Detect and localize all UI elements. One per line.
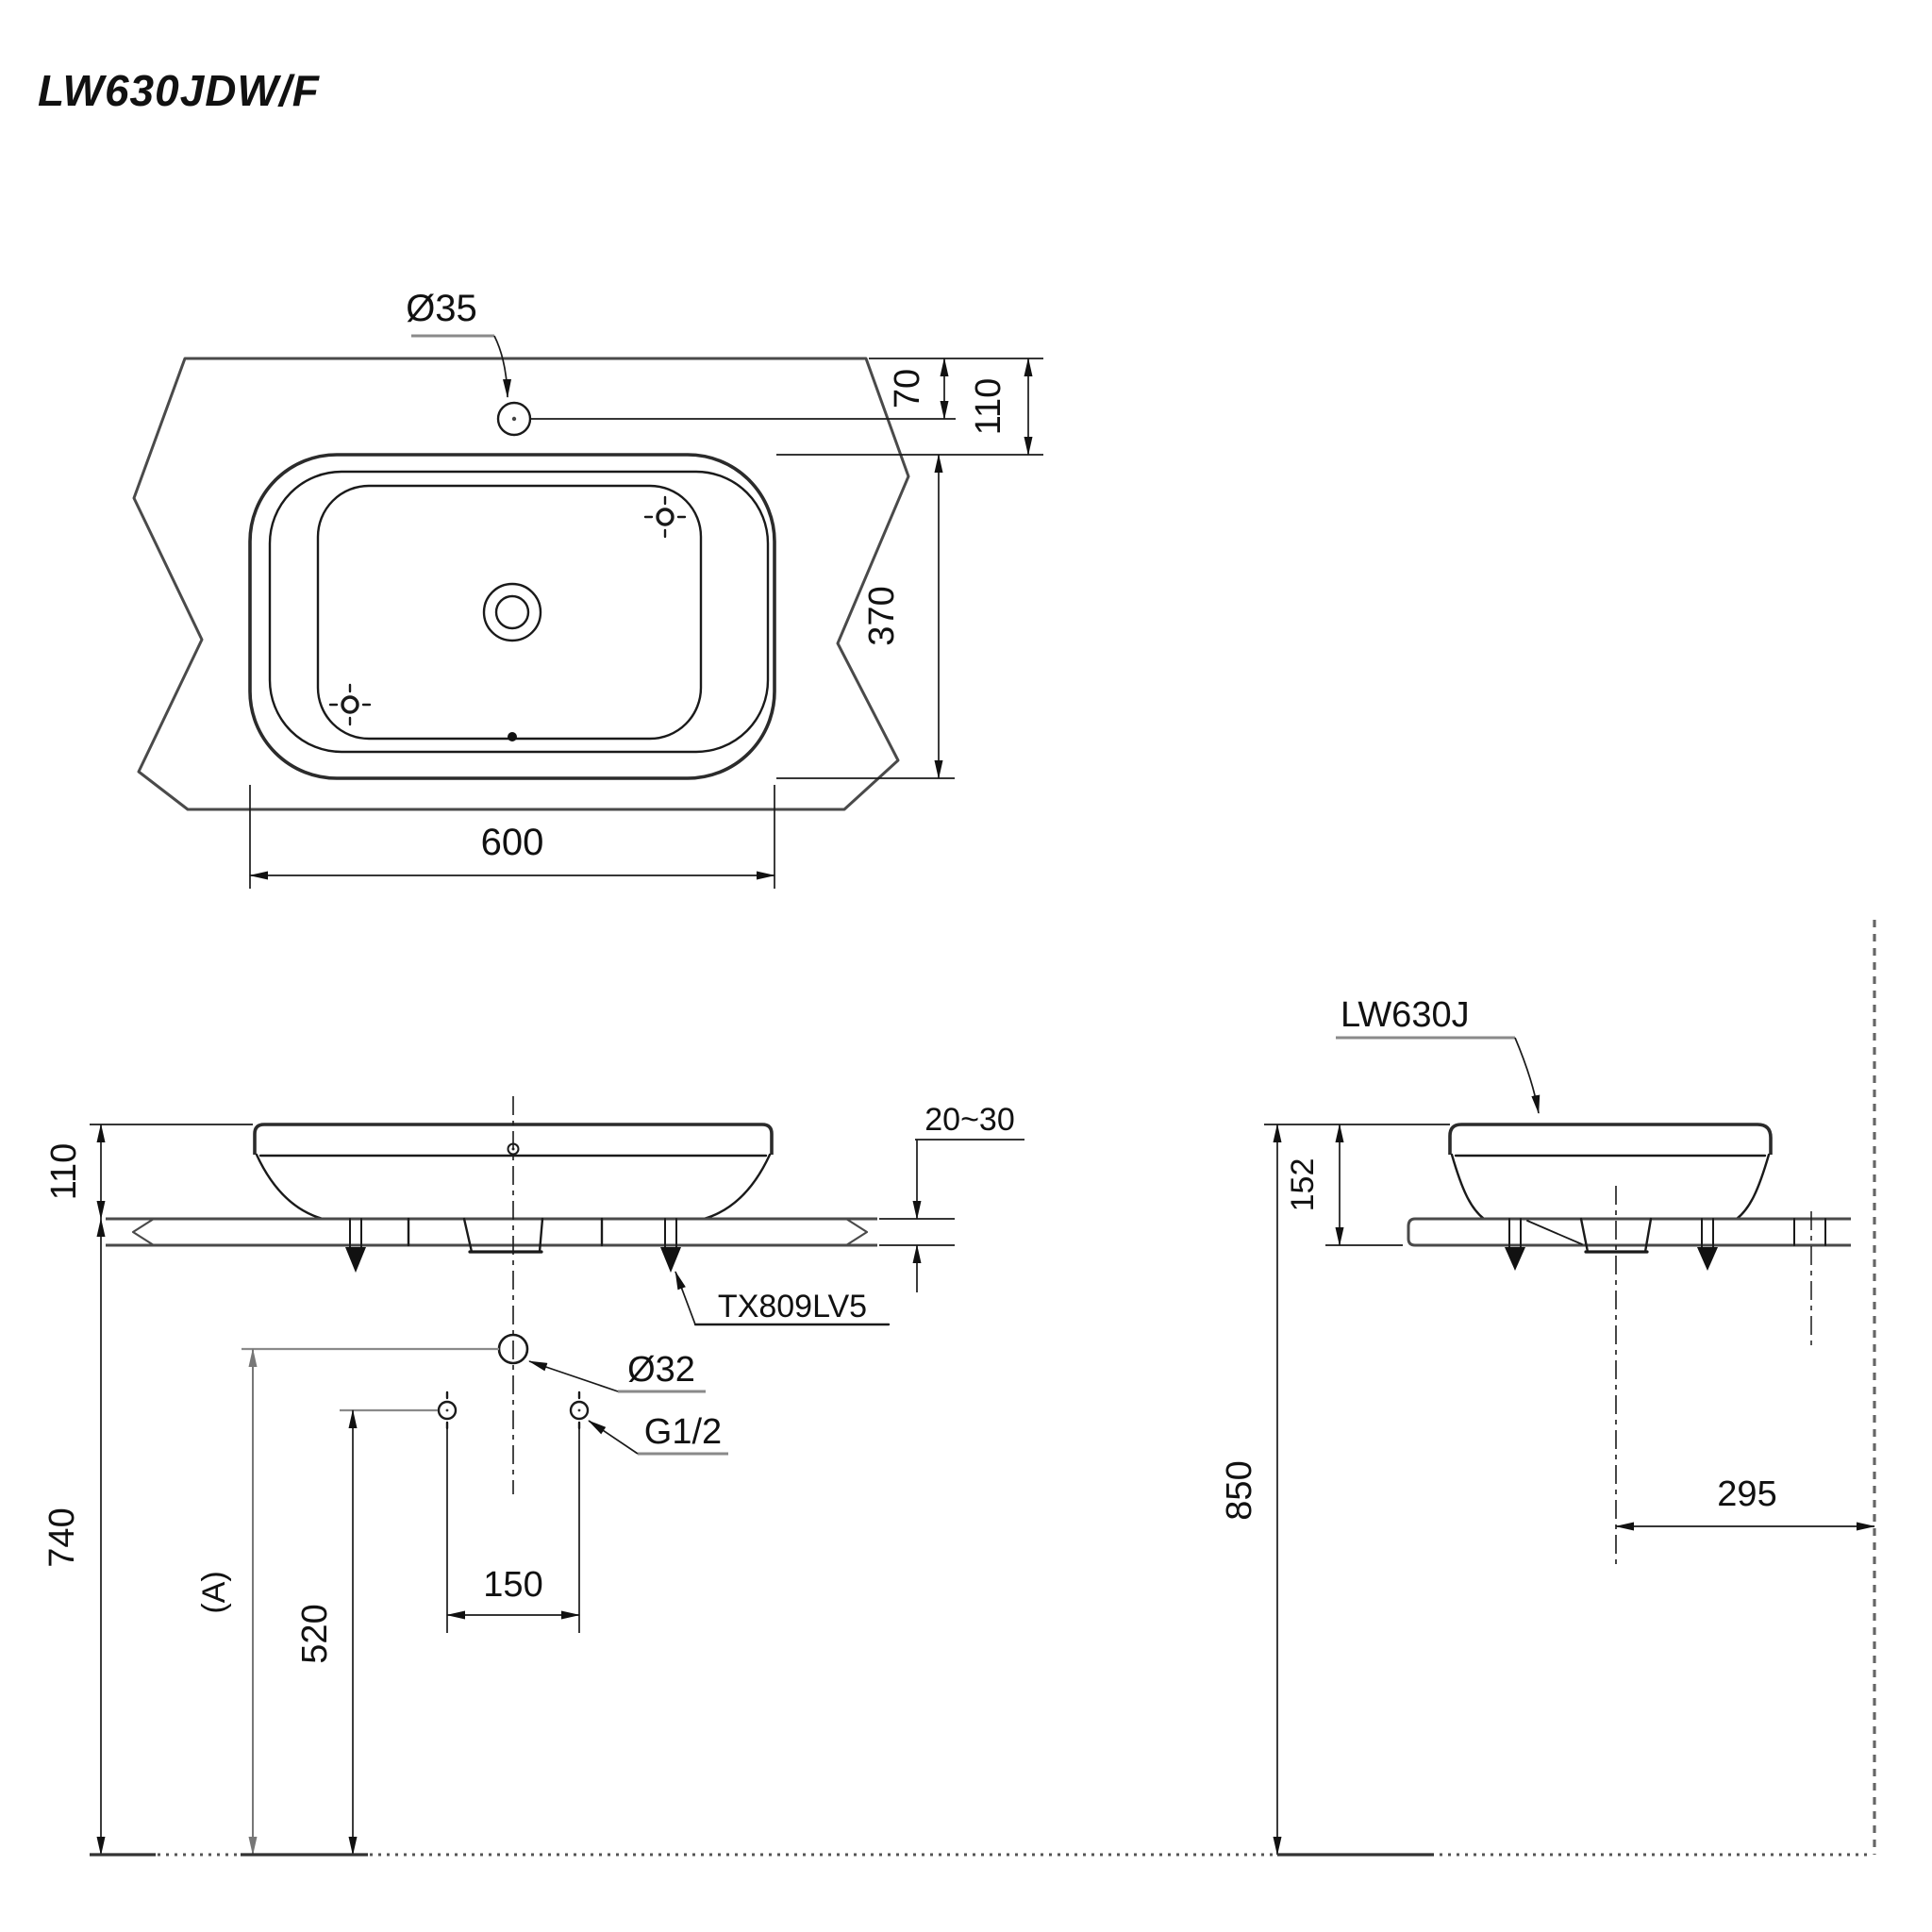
supply-thread-text: G1/2 <box>644 1412 722 1452</box>
drain-dia-text: Ø32 <box>627 1350 695 1390</box>
supply-spacing-dimension: 150 <box>446 1422 580 1633</box>
drain-plan <box>482 582 542 642</box>
basin-taper-left-side <box>1450 1153 1486 1221</box>
target-mark-front <box>328 683 372 726</box>
fixing-bolt-right-front <box>660 1218 681 1273</box>
side-dimensions: 152 850 295 <box>1220 1124 1875 1856</box>
faucet-dia-text: Ø35 <box>406 288 477 329</box>
counter-break-right <box>845 1218 869 1246</box>
dim-520: 520 <box>295 1604 335 1663</box>
dim-150: 150 <box>483 1565 542 1605</box>
dim-110-plan: 110 <box>969 378 1008 436</box>
counter-side <box>1407 1217 1851 1247</box>
label-faucet-dia: Ø35 <box>406 288 512 398</box>
dim-70: 70 <box>888 369 927 408</box>
label-supply-thread: G1/2 <box>588 1412 728 1456</box>
basin-model-text: LW630J <box>1341 995 1470 1035</box>
countertop-plan-outline <box>132 357 910 811</box>
basin-taper-right-front <box>702 1153 772 1221</box>
drain-outlet-side <box>1579 1217 1653 1254</box>
label-trap-model: TX809LV5 <box>675 1271 891 1326</box>
basin-underside-edge <box>1526 1220 1583 1245</box>
basin-outer-rim-plan <box>248 453 776 780</box>
basin-inner-bowl-plan <box>316 484 703 741</box>
basin-taper-right-side <box>1735 1153 1771 1221</box>
side-view: LW630J 152 850 295 <box>1220 920 1876 1856</box>
label-drain-dia: Ø32 <box>528 1350 706 1393</box>
dim-A: (A) <box>196 1571 232 1613</box>
dim-600: 600 <box>481 822 544 863</box>
basin-middle-rim-plan <box>268 470 770 754</box>
front-view: TX809LV5 Ø32 G1/2 110 740 (A) 520 <box>42 1096 1024 1856</box>
plan-dimensions: 70 110 370 600 <box>249 358 1043 889</box>
counter-thickness-dimension: 20~30 <box>879 1102 1024 1292</box>
dim-110-front: 110 <box>44 1143 84 1201</box>
dim-20-30: 20~30 <box>924 1102 1015 1138</box>
faucet-leader-arrow <box>493 335 512 398</box>
label-basin-model: LW630J <box>1336 995 1541 1114</box>
fixing-bolt-left-side <box>1505 1218 1525 1271</box>
dim-295: 295 <box>1717 1474 1776 1514</box>
faucet-hole-center <box>511 416 517 422</box>
trap-model-text: TX809LV5 <box>718 1289 867 1324</box>
dim-850: 850 <box>1220 1460 1259 1520</box>
dim-152: 152 <box>1285 1158 1321 1212</box>
basin-taper-left-front <box>255 1153 325 1221</box>
fixing-bolt-right-side <box>1697 1218 1718 1271</box>
front-left-dimensions: 110 740 (A) 520 <box>42 1124 358 1856</box>
target-mark-rear <box>643 495 687 539</box>
fixing-bolt-left-front <box>345 1218 366 1273</box>
drain-outlet-front <box>462 1217 544 1254</box>
counter-break-left <box>131 1218 155 1246</box>
fixing-dot <box>508 732 517 741</box>
drawing-title: LW630JDW/F <box>38 66 321 115</box>
top-view: Ø35 70 110 370 600 <box>132 288 1043 889</box>
dim-740: 740 <box>42 1507 82 1567</box>
dim-370: 370 <box>862 586 902 645</box>
basin-rim-side <box>1448 1123 1773 1155</box>
